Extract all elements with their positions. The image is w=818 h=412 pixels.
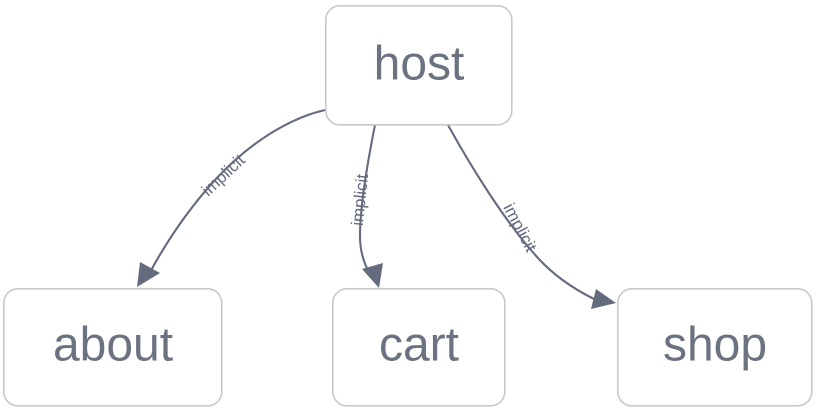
edge-group-host-shop[interactable] xyxy=(447,124,616,309)
node-host[interactable]: host xyxy=(324,5,513,126)
node-about-rect[interactable] xyxy=(2,287,223,407)
edge-group-host-cart[interactable] xyxy=(358,124,383,288)
edge-group-host-about[interactable] xyxy=(137,108,326,287)
node-cart-rect[interactable] xyxy=(331,287,506,407)
node-shop-rect[interactable] xyxy=(616,287,813,407)
edge-path-host-about[interactable] xyxy=(148,108,326,275)
node-host-rect[interactable] xyxy=(324,5,513,126)
node-about[interactable]: about xyxy=(2,287,223,407)
node-cart-label: cart xyxy=(379,319,459,372)
edge-label-group-host-shop: implicit xyxy=(499,200,540,255)
edge-label-host-cart: implicit xyxy=(348,173,372,227)
node-shop-label: shop xyxy=(663,319,767,372)
edge-arrowhead-host-cart xyxy=(362,263,383,288)
edge-label-group-host-about: implicit xyxy=(198,150,249,200)
edge-path-host-cart[interactable] xyxy=(358,124,377,277)
edge-arrowhead-host-about xyxy=(137,262,160,287)
node-host-label: host xyxy=(374,38,465,91)
node-shop[interactable]: shop xyxy=(616,287,813,407)
edge-path-host-shop[interactable] xyxy=(447,124,595,300)
edge-label-group-host-cart: implicit xyxy=(348,173,372,227)
edge-arrowhead-host-shop xyxy=(591,289,616,309)
node-cart[interactable]: cart xyxy=(331,287,506,407)
edge-label-host-about: implicit xyxy=(198,150,249,200)
edge-label-host-shop: implicit xyxy=(499,200,540,255)
node-about-label: about xyxy=(53,319,173,372)
